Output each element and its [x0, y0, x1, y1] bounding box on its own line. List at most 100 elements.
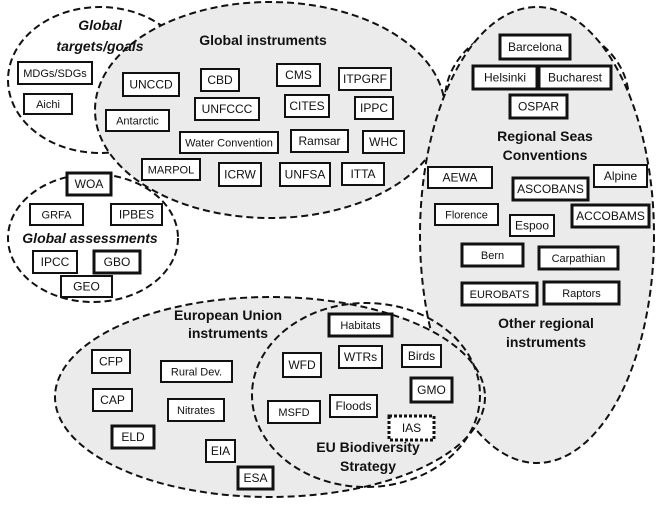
- instrument-box-frame: [338, 67, 392, 91]
- instrument-box-frame: [282, 352, 322, 378]
- eu-instruments-group-label: instruments: [188, 325, 268, 341]
- instrument-box-frame: [341, 162, 385, 186]
- instrument-box-geo: GEO: [60, 275, 113, 298]
- instrument-box-frame: [327, 312, 394, 338]
- eu-biodiversity-group-label: Strategy: [340, 458, 396, 474]
- instrument-box-label: WFD: [288, 358, 316, 372]
- instrument-box-bucharest: Bucharest: [537, 64, 613, 91]
- instrument-box-frame: [508, 93, 569, 120]
- instrument-box-label: CMS: [285, 68, 312, 82]
- instrument-box-label: MARPOL: [148, 164, 194, 176]
- instrument-box-label: UNCCD: [129, 78, 173, 92]
- other-regional-group-label: instruments: [506, 334, 586, 350]
- instrument-box-frame: [498, 33, 572, 61]
- instrument-box-label: Ramsar: [298, 134, 340, 148]
- instrument-box-cbd: CBD: [200, 68, 240, 92]
- instrument-box-frame: [409, 376, 454, 404]
- instrument-box-icrw: ICRW: [218, 162, 262, 187]
- instrument-box-birds: Birds: [401, 344, 442, 368]
- instrument-box-label: GEO: [73, 280, 100, 294]
- instrument-box-label: GBO: [104, 255, 131, 269]
- instrument-box-frame: [122, 72, 180, 97]
- instrument-box-frame: [205, 439, 236, 463]
- instrument-box-ramsar: Ramsar: [290, 129, 349, 153]
- instrument-box-label: Birds: [408, 349, 435, 363]
- instrument-box-label: UNFSA: [285, 168, 326, 182]
- eu-biodiversity-group-outline: [251, 302, 481, 488]
- instrument-box-ias: IAS: [387, 414, 436, 442]
- instrument-box-frame: [542, 280, 621, 306]
- instrument-box-frame: [338, 345, 383, 369]
- instrument-box-label: GRFA: [42, 209, 73, 221]
- instrument-box-label: Nitrates: [177, 405, 215, 417]
- instrument-box-cms: CMS: [276, 63, 321, 87]
- instrument-box-eld: ELD: [110, 424, 156, 450]
- regional-seas-group-label: Conventions: [503, 147, 588, 163]
- instrument-box-cap: CAP: [92, 388, 133, 412]
- instrument-box-frame: [92, 388, 133, 412]
- instrument-box-ascobans: ASCOBANS: [511, 176, 590, 202]
- instrument-box-frame: [593, 164, 648, 188]
- eu-instruments-group-label: European Union: [174, 307, 282, 323]
- instrument-box-frame: [160, 360, 233, 383]
- instrument-box-frame: [401, 344, 442, 368]
- instrument-box-label: Helsinki: [484, 71, 526, 85]
- instrument-box-label: Barcelona: [508, 40, 562, 54]
- instrument-box-ipbes: IPBES: [110, 203, 163, 226]
- instrument-box-frame: [194, 97, 260, 121]
- instrument-box-frame: [471, 64, 539, 91]
- instrument-box-frame: [141, 158, 201, 181]
- instrument-box-frame: [60, 275, 113, 298]
- instrument-box-label: EIA: [211, 444, 230, 458]
- instrument-box-alpine: Alpine: [593, 164, 648, 188]
- instrument-box-ippc: IPPC: [354, 96, 394, 120]
- instrument-box-espoo: Espoo: [509, 214, 555, 237]
- instrument-box-label: ASCOBANS: [517, 182, 584, 196]
- instrument-box-frame: [434, 203, 499, 226]
- instrument-box-label: Bern: [481, 250, 504, 262]
- instrument-box-label: WOA: [75, 177, 104, 191]
- instrument-box-frame: [218, 162, 262, 187]
- instrument-box-label: CAP: [100, 393, 125, 407]
- instrument-box-frame: [284, 94, 330, 118]
- instrument-box-frame: [110, 424, 156, 450]
- instrument-box-label: Rural Dev.: [171, 366, 222, 378]
- instrument-box-rural-dev: Rural Dev.: [160, 360, 233, 383]
- instrument-box-label: Alpine: [604, 169, 638, 183]
- instrument-box-frame: [290, 129, 349, 153]
- instrument-box-helsinki: Helsinki: [471, 64, 539, 91]
- instrument-box-cfp: CFP: [91, 349, 131, 374]
- instrument-box-frame: [92, 249, 142, 275]
- instrument-box-frame: [387, 414, 436, 442]
- instrument-box-itta: ITTA: [341, 162, 385, 186]
- instrument-box-label: Florence: [445, 209, 488, 221]
- instrument-box-frame: [17, 61, 93, 85]
- instrument-box-label: EUROBATS: [470, 289, 530, 301]
- instrument-box-label: ITPGRF: [343, 72, 387, 86]
- instrument-box-frame: [509, 214, 555, 237]
- instrument-box-wfd: WFD: [282, 352, 322, 378]
- instrument-box-unfccc: UNFCCC: [194, 97, 260, 121]
- instrument-box-unccd: UNCCD: [122, 72, 180, 97]
- instrument-box-antarctic: Antarctic: [105, 109, 170, 132]
- instrument-box-frame: [29, 203, 84, 226]
- global-instruments-group-label: Global instruments: [199, 32, 327, 48]
- instrument-box-marpol: MARPOL: [141, 158, 201, 181]
- instrument-box-frame: [105, 109, 170, 132]
- instrument-box-label: Water Convention: [185, 137, 273, 149]
- instrument-box-woa: WOA: [65, 171, 113, 197]
- instrument-box-label: Aichi: [36, 99, 60, 111]
- instrument-box-label: IAS: [402, 421, 421, 435]
- instrument-box-water-convention: Water Convention: [179, 131, 279, 154]
- instrument-box-frame: [460, 281, 539, 307]
- instrument-box-frame: [537, 245, 620, 271]
- instrument-box-accobams: ACCOBAMS: [570, 203, 651, 229]
- instrument-box-gmo: GMO: [409, 376, 454, 404]
- eu-biodiversity-group-label: EU Biodiversity: [316, 439, 420, 455]
- instrument-box-frame: [460, 242, 525, 268]
- instrument-box-label: WHC: [369, 135, 398, 149]
- global-assessments-group-label: Global assessments: [22, 230, 158, 246]
- instrument-box-frame: [354, 96, 394, 120]
- instrument-box-label: ELD: [121, 430, 145, 444]
